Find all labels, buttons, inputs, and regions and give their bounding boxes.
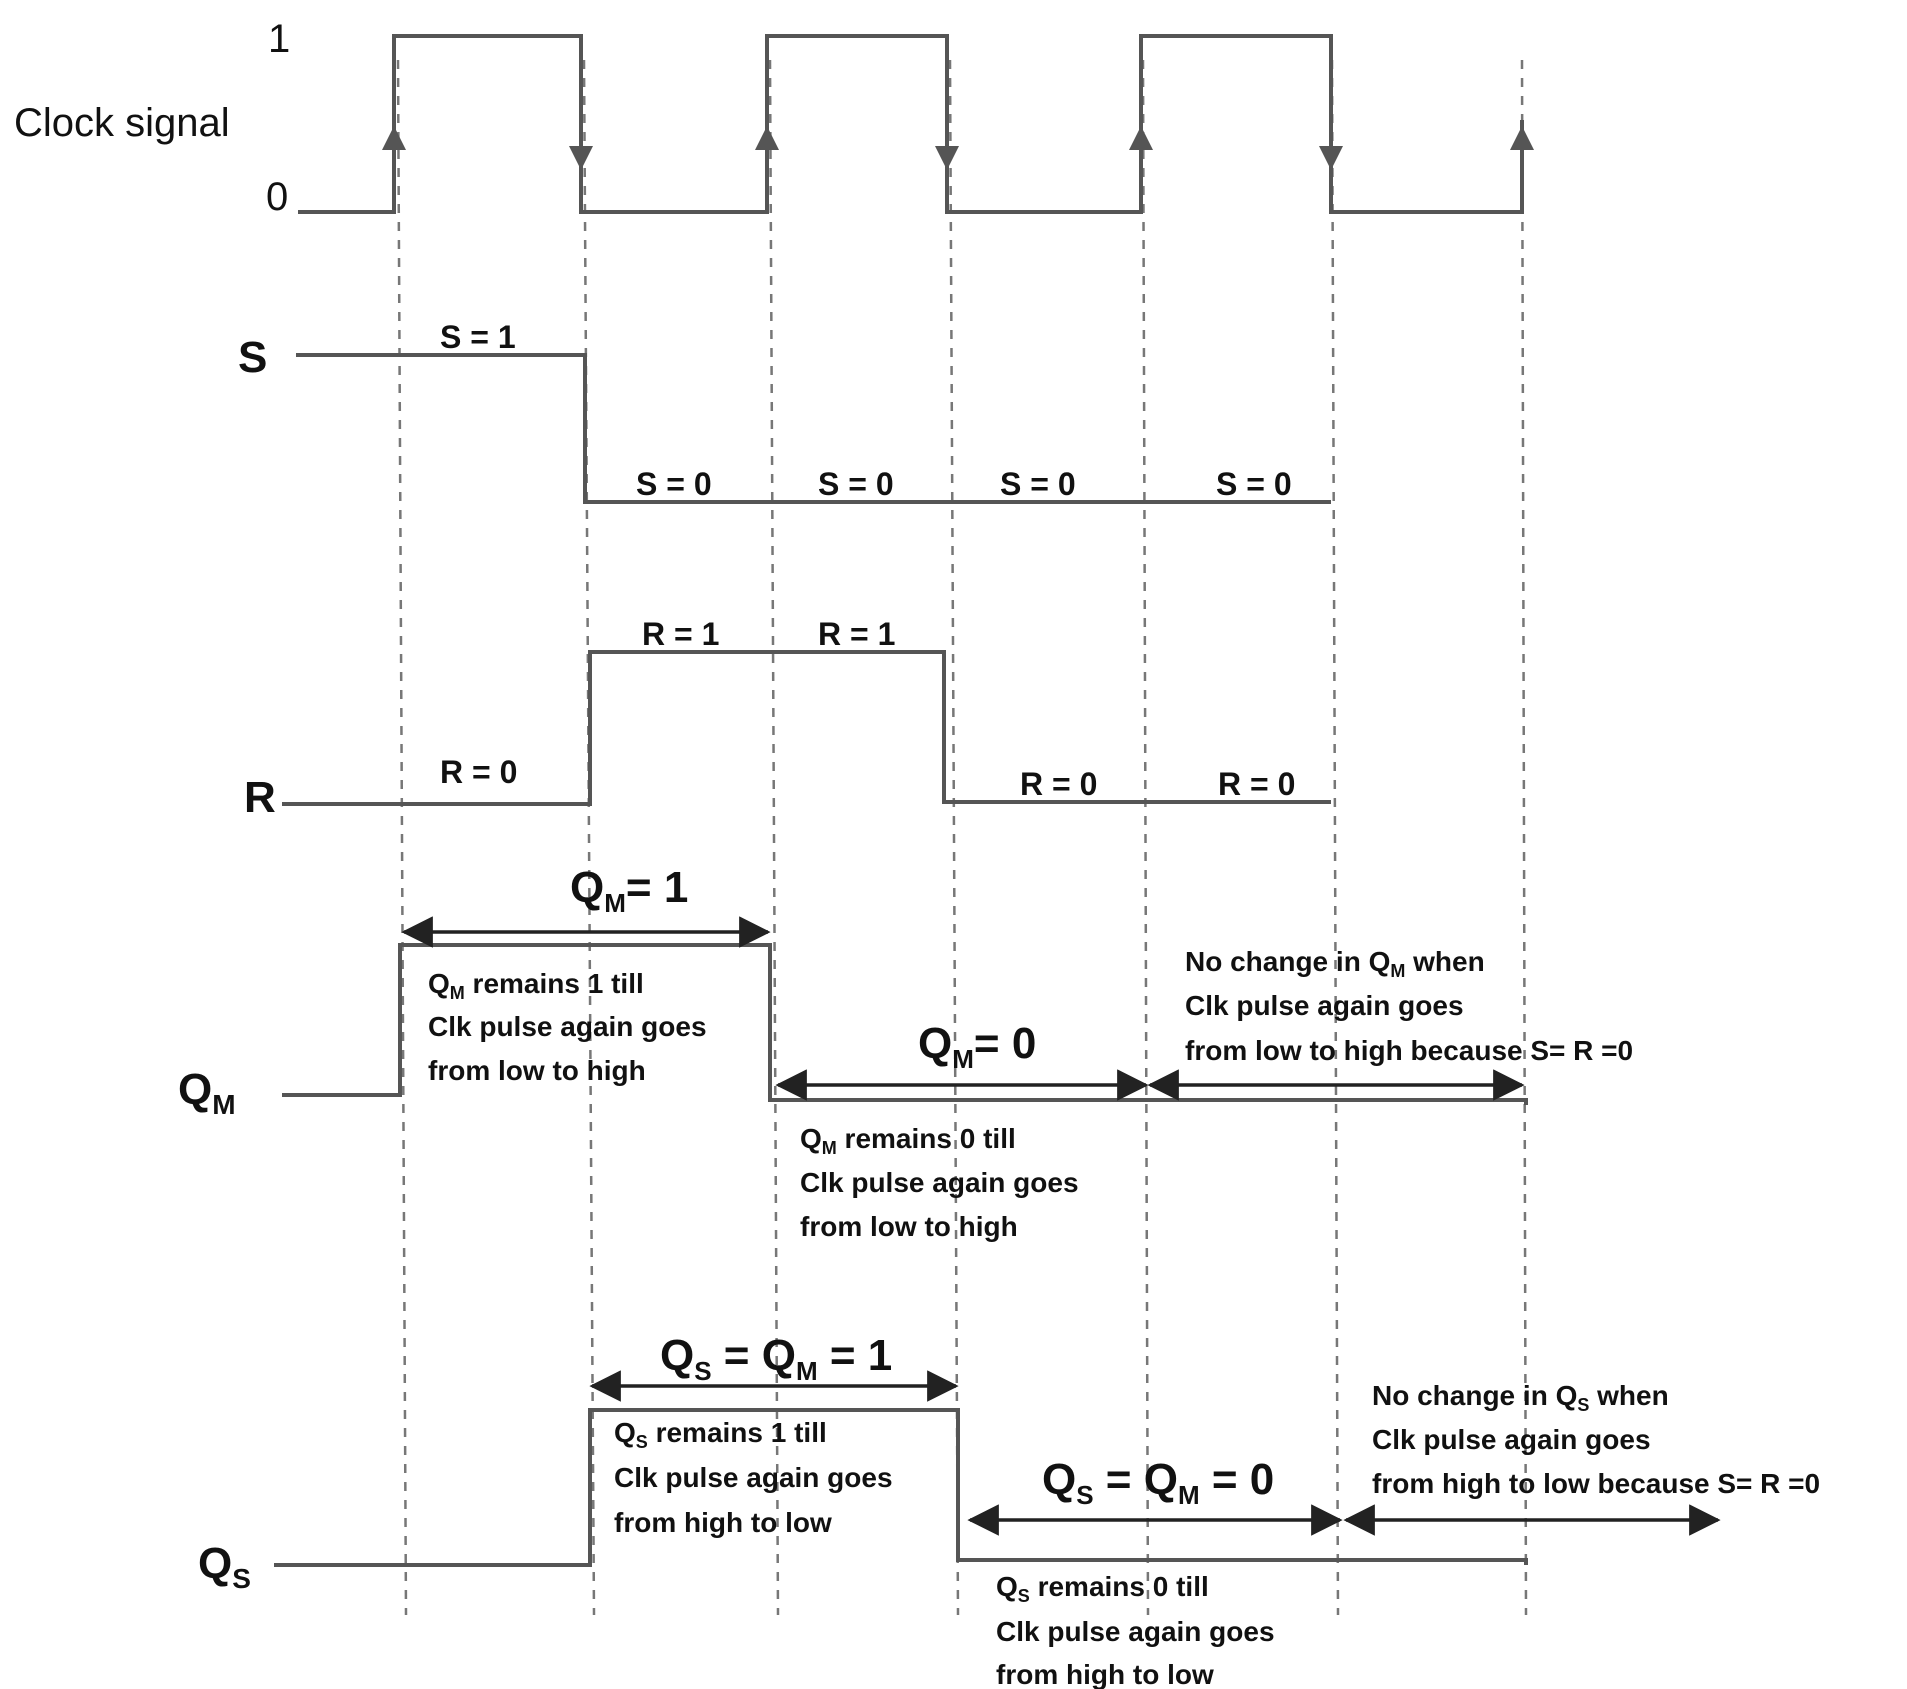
note-line: No change in QM when [1185,946,1485,981]
clock-signal-label: Clock signal [14,101,230,145]
qs-row: QS QS = QM = 1 QS = QM = 0 QS remains 1 … [198,1331,1820,1689]
qs-equals-zero-label: QS = QM = 0 [1042,1455,1274,1510]
note-line: QM remains 0 till [800,1123,1016,1158]
note-line: Clk pulse again goes [614,1462,893,1493]
note-line: Clk pulse again goes [996,1616,1275,1647]
note-line: from high to low [614,1507,832,1538]
r-value-tag: R = 0 [1218,766,1295,802]
s-value-tag: S = 0 [636,466,712,502]
note-line: Clk pulse again goes [800,1167,1079,1198]
guide-line-6 [1330,59,1340,1616]
qs-high-note: QS remains 1 till Clk pulse again goes f… [614,1417,893,1538]
note-line: No change in QS when [1372,1380,1669,1415]
r-signal-label: R [244,773,276,822]
falling-edge-arrows [569,118,1343,170]
note-line: from low to high because S= R =0 [1185,1035,1633,1066]
clock-waveform [298,34,1524,214]
qs-equals-one-label: QS = QM = 1 [660,1331,892,1386]
note-line: from high to low [996,1659,1214,1689]
guide-line-5 [1141,59,1150,1616]
note-line: Clk pulse again goes [1185,990,1464,1021]
edge-guides [396,59,1528,1616]
note-line: Clk pulse again goes [428,1011,707,1042]
note-line: QS remains 1 till [614,1417,827,1452]
qs-signal-label: QS [198,1539,251,1594]
guide-line-7 [1520,59,1528,1616]
qm-signal-label: QM [178,1065,236,1120]
guide-line-2 [582,59,596,1616]
clock-level-high-label: 1 [268,17,290,61]
note-line: Clk pulse again goes [1372,1424,1651,1455]
qs-low-note: QS remains 0 till Clk pulse again goes f… [996,1571,1275,1689]
r-waveform [282,650,1331,806]
r-row: R R = 0 R = 1 R = 1 R = 0 R = 0 [244,616,1331,822]
clock-level-low-label: 0 [266,175,288,219]
r-value-tag: R = 0 [440,754,517,790]
note-line: from low to high [428,1055,646,1086]
s-value-tag: S = 1 [440,319,516,355]
r-value-tag: R = 1 [818,616,895,652]
qs-waveform [274,1408,1528,1567]
guide-line-3 [768,59,780,1616]
note-line: QS remains 0 till [996,1571,1209,1606]
r-value-tag: R = 1 [642,616,719,652]
note-line: QM remains 1 till [428,968,644,1003]
qm-equals-zero-label: QM= 0 [918,1019,1036,1074]
clock-row: 1 Clock signal 0 [14,17,1534,219]
qm-nochange-note: No change in QM when Clk pulse again goe… [1185,946,1633,1066]
s-signal-label: S [238,333,267,382]
qm-high-note: QM remains 1 till Clk pulse again goes f… [428,968,707,1086]
s-value-tag: S = 0 [1216,466,1292,502]
s-row: S S = 1 S = 0 S = 0 S = 0 S = 0 [238,319,1331,504]
qm-row: QM QM= 1 QM= 0 QM remains 1 till Clk pul… [178,863,1633,1242]
note-line: from high to low because S= R =0 [1372,1468,1820,1499]
qs-nochange-note: No change in QS when Clk pulse again goe… [1372,1380,1820,1499]
s-value-tag: S = 0 [1000,466,1076,502]
guide-line-4 [948,59,960,1616]
r-value-tag: R = 0 [1020,766,1097,802]
qm-equals-one-label: QM= 1 [570,863,688,918]
s-waveform [296,353,1331,504]
note-line: from low to high [800,1211,1018,1242]
qm-low-note: QM remains 0 till Clk pulse again goes f… [800,1123,1079,1242]
s-value-tag: S = 0 [818,466,894,502]
guide-line-1 [396,59,408,1616]
rising-edge-arrows [382,126,1534,175]
